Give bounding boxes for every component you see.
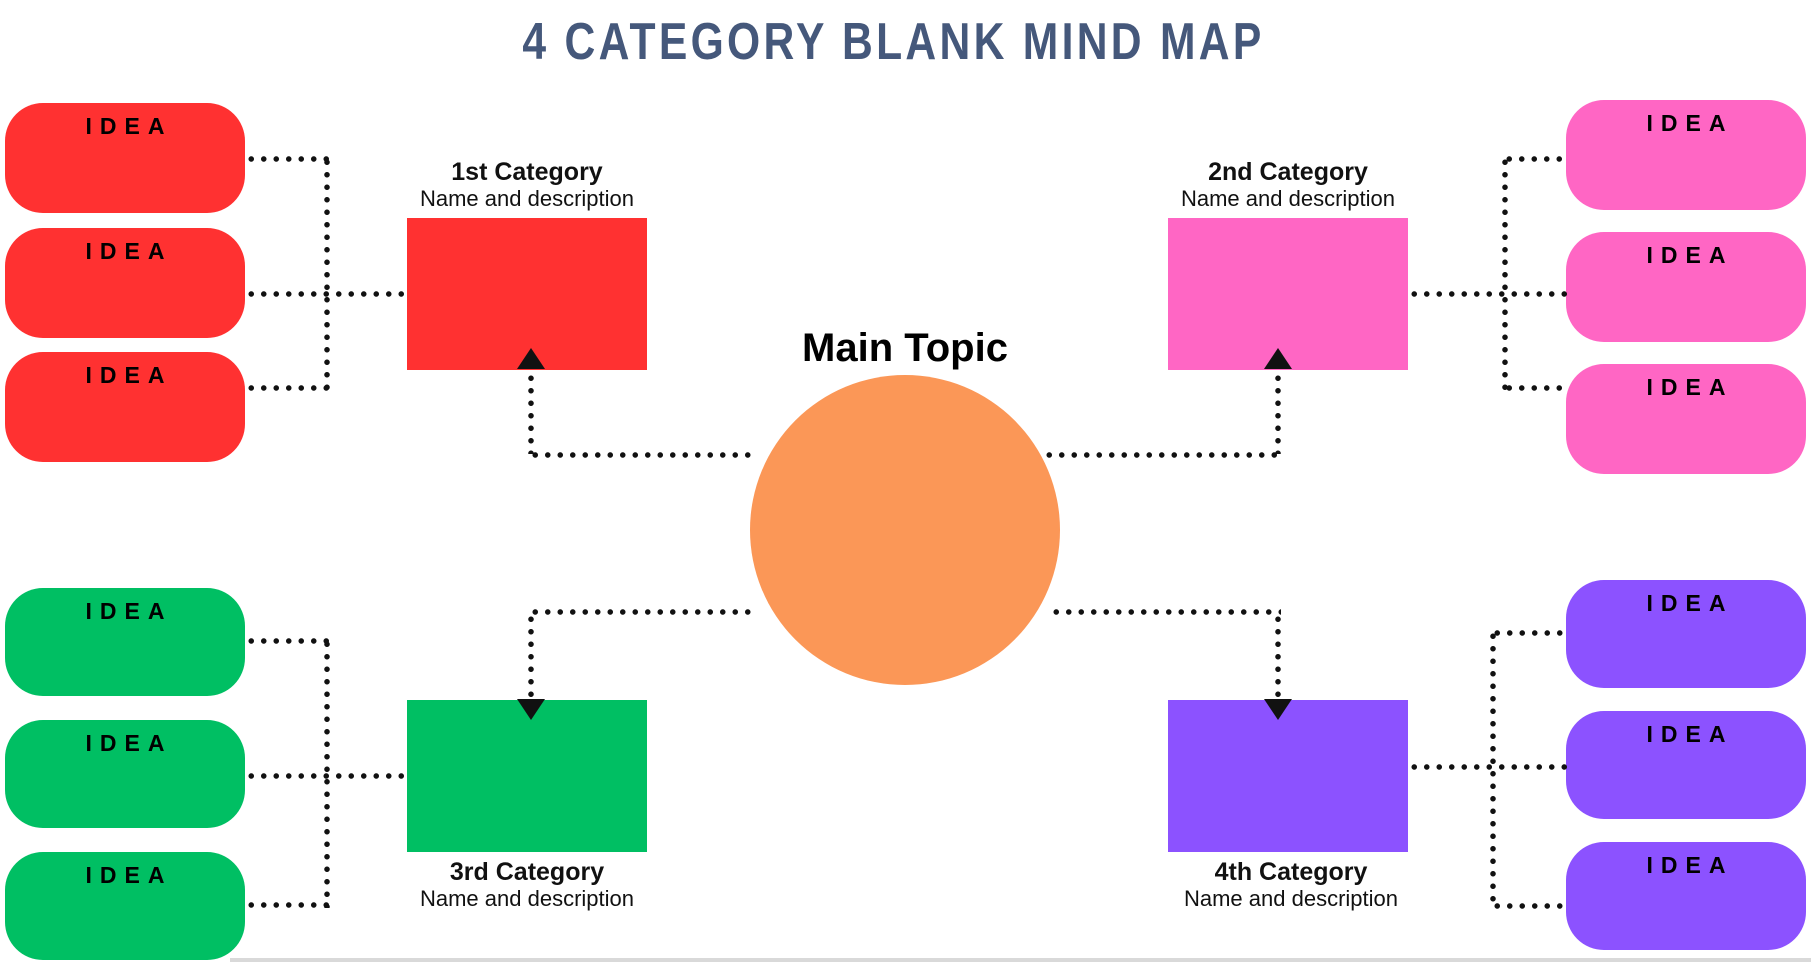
idea-box: IDEA	[5, 103, 245, 213]
connector-idea-stub	[1408, 764, 1569, 770]
connector-idea-stub	[1408, 291, 1569, 297]
idea-label: IDEA	[1646, 852, 1734, 878]
connector-main-to-category-3	[528, 613, 534, 701]
idea-label: IDEA	[85, 862, 173, 888]
connector-main-to-category-2	[1043, 452, 1281, 458]
category-2-label: 2nd Category Name and description	[1148, 158, 1428, 212]
idea-box: IDEA	[1566, 711, 1806, 819]
idea-box: IDEA	[1566, 580, 1806, 688]
idea-label: IDEA	[1646, 721, 1734, 747]
arrow-up-icon	[1264, 348, 1292, 369]
idea-box: IDEA	[1566, 100, 1806, 210]
main-topic-circle	[750, 375, 1060, 685]
category-1-box	[407, 218, 647, 370]
idea-label: IDEA	[1646, 590, 1734, 616]
connector-main-to-category-3	[529, 609, 757, 615]
main-topic-label: Main Topic	[802, 326, 1008, 370]
category-3-label: 3rd Category Name and description	[387, 858, 667, 912]
category-4-ideas: IDEA IDEA IDEA	[1566, 580, 1806, 950]
category-2-box	[1168, 218, 1408, 370]
connector-ideas-category-1	[324, 156, 330, 393]
idea-box: IDEA	[5, 227, 245, 338]
idea-label: IDEA	[85, 598, 173, 624]
idea-box: IDEA	[5, 720, 245, 828]
category-4-label: 4th Category Name and description	[1151, 858, 1431, 912]
connector-idea-stub	[245, 291, 407, 297]
category-3-box	[407, 700, 647, 852]
idea-label: IDEA	[85, 362, 173, 388]
category-2-name: 2nd Category	[1208, 158, 1368, 186]
page-title: 4 CATEGORY BLANK MIND MAP	[522, 13, 1265, 71]
idea-label: IDEA	[1646, 242, 1734, 268]
connector-main-to-category-4	[1050, 609, 1281, 615]
category-4-name: 4th Category	[1214, 858, 1368, 886]
idea-box: IDEA	[5, 588, 245, 696]
connector-idea-stub	[245, 902, 330, 908]
page-edge-divider	[230, 958, 1811, 962]
connector-idea-stub	[1503, 385, 1569, 391]
arrow-down-icon	[517, 699, 545, 720]
category-1-label: 1st Category Name and description	[387, 158, 667, 212]
idea-label: IDEA	[85, 730, 173, 756]
connector-idea-stub	[1491, 630, 1569, 636]
idea-box: IDEA	[1566, 364, 1806, 474]
category-2-description: Name and description	[1180, 186, 1395, 211]
idea-box: IDEA	[5, 852, 245, 960]
category-2-ideas: IDEA IDEA IDEA	[1566, 100, 1806, 474]
category-1-description: Name and description	[419, 186, 634, 211]
category-4-box	[1168, 700, 1408, 852]
connector-main-to-category-2	[1275, 372, 1281, 454]
idea-label: IDEA	[1646, 110, 1734, 136]
arrow-down-icon	[1264, 699, 1292, 720]
arrow-up-icon	[517, 348, 545, 369]
idea-box: IDEA	[5, 352, 245, 462]
connector-idea-stub	[1503, 156, 1569, 162]
category-3-ideas: IDEA IDEA IDEA	[5, 588, 245, 960]
idea-label: IDEA	[1646, 374, 1734, 400]
connector-idea-stub	[245, 773, 407, 779]
connector-ideas-category-2	[1502, 156, 1508, 393]
idea-label: IDEA	[85, 113, 173, 139]
connector-idea-stub	[1491, 903, 1569, 909]
connector-main-to-category-1	[528, 372, 534, 454]
connector-idea-stub	[245, 638, 330, 644]
connector-main-to-category-1	[529, 452, 755, 458]
category-3-description: Name and description	[419, 886, 634, 911]
category-1-name: 1st Category	[451, 158, 603, 186]
category-3-name: 3rd Category	[449, 858, 605, 886]
connector-main-to-category-4	[1275, 613, 1281, 701]
connector-idea-stub	[245, 156, 330, 162]
category-4-description: Name and description	[1183, 886, 1398, 911]
idea-box: IDEA	[1566, 232, 1806, 342]
category-1-ideas: IDEA IDEA IDEA	[5, 103, 245, 462]
idea-label: IDEA	[85, 237, 173, 264]
idea-box: IDEA	[1566, 842, 1806, 950]
connector-idea-stub	[245, 385, 330, 391]
